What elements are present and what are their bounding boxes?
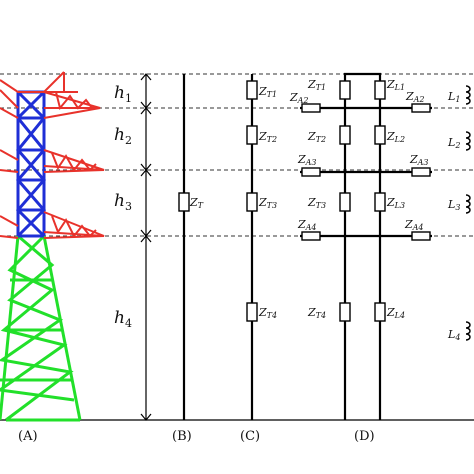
impedance-d-a3-left xyxy=(301,167,321,177)
label-c-t1: ZT1 xyxy=(258,85,277,99)
tower-body xyxy=(15,90,47,238)
label-d-l1: ZL1 xyxy=(386,78,405,92)
height-dimensions xyxy=(140,73,152,421)
tower-crossarms xyxy=(0,71,105,239)
label-d-t2: ZT2 xyxy=(307,130,326,144)
label-d-a2-right: ZA2 xyxy=(405,90,425,104)
model-d xyxy=(300,72,432,420)
impedance-zt-label: ZT xyxy=(189,196,204,210)
impedance-d-t4 xyxy=(339,302,351,322)
label-inductor-1: L1 xyxy=(447,90,460,104)
impedance-d-t3 xyxy=(339,192,351,212)
captions: (A) (B) (C) (D) xyxy=(18,429,375,444)
model-c: ZT1 ZT2 ZT3 ZT4 xyxy=(246,74,277,420)
model-b: ZT xyxy=(178,74,204,420)
model-d-labels: ZT1 ZT2 ZT3 ZT4 ZL1 ZL2 ZL3 ZL4 ZA2 ZA2 … xyxy=(289,78,429,320)
label-inductor-4: L4 xyxy=(447,328,460,342)
impedance-c-t1 xyxy=(246,80,258,100)
impedance-d-a2-right xyxy=(411,103,431,113)
inductors xyxy=(465,85,471,341)
height-label-4: h4 xyxy=(114,308,132,330)
caption-c: (C) xyxy=(240,429,260,444)
label-d-l2: ZL2 xyxy=(386,130,405,144)
impedance-d-a4-left xyxy=(301,231,321,241)
tower-legs xyxy=(0,234,82,422)
impedance-d-a3-right xyxy=(411,167,431,177)
impedance-d-l3 xyxy=(374,192,386,212)
label-d-a4-left: ZA4 xyxy=(297,218,317,232)
impedance-c-t3 xyxy=(246,192,258,212)
label-d-l3: ZL3 xyxy=(386,196,405,210)
impedance-d-t1 xyxy=(339,80,351,100)
inductor-1 xyxy=(465,85,471,105)
impedance-d-a4-right xyxy=(411,231,431,241)
label-d-l4: ZL4 xyxy=(386,306,405,320)
height-label-1: h1 xyxy=(114,83,132,105)
caption-d: (D) xyxy=(354,429,375,444)
label-c-t3: ZT3 xyxy=(258,196,277,210)
height-labels: h1 h2 h3 h4 xyxy=(114,83,132,330)
impedance-d-l4 xyxy=(374,302,386,322)
label-d-a3-right: ZA3 xyxy=(409,153,429,167)
impedance-d-t2 xyxy=(339,125,351,145)
caption-a: (A) xyxy=(18,429,38,444)
inductor-2 xyxy=(465,131,471,151)
impedance-d-l1 xyxy=(374,80,386,100)
height-label-2: h2 xyxy=(114,125,132,147)
impedance-zt xyxy=(178,192,190,212)
inductor-labels: L1 L2 L3 L4 xyxy=(447,90,460,342)
label-d-t3: ZT3 xyxy=(307,196,326,210)
impedance-d-l2 xyxy=(374,125,386,145)
label-inductor-2: L2 xyxy=(447,136,460,150)
label-c-t4: ZT4 xyxy=(258,306,277,320)
caption-b: (B) xyxy=(172,429,192,444)
impedance-d-a2-left xyxy=(301,103,321,113)
height-label-3: h3 xyxy=(114,191,132,213)
label-d-a4-right: ZA4 xyxy=(404,218,424,232)
inductor-3 xyxy=(465,194,471,214)
label-d-t4: ZT4 xyxy=(307,306,326,320)
label-d-a3-left: ZA3 xyxy=(297,153,317,167)
label-d-a2-left: ZA2 xyxy=(289,91,309,105)
label-inductor-3: L3 xyxy=(447,198,460,212)
label-c-t2: ZT2 xyxy=(258,130,277,144)
label-d-t1: ZT1 xyxy=(307,78,326,92)
impedance-c-t2 xyxy=(246,125,258,145)
tower-drawing xyxy=(0,71,105,422)
inductor-4 xyxy=(465,321,471,341)
impedance-c-t4 xyxy=(246,302,258,322)
